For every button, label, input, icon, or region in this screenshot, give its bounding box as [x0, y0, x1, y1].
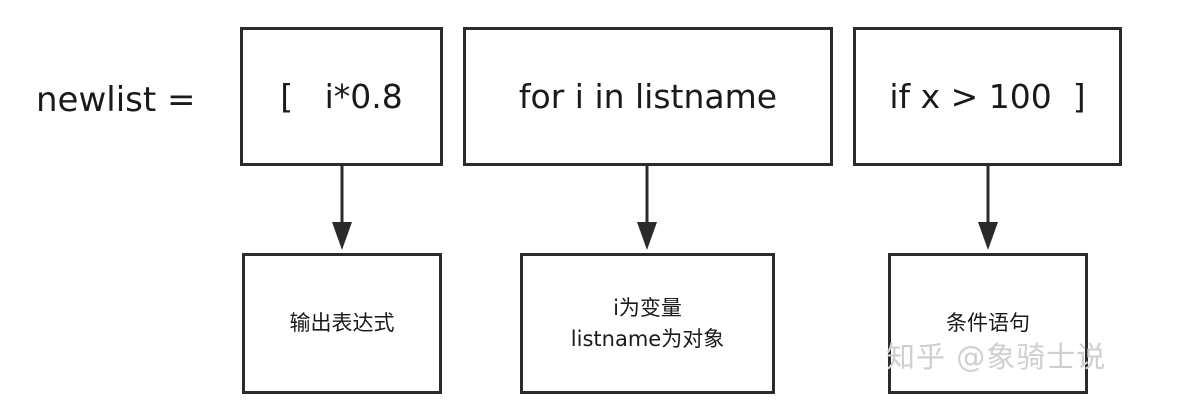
label-line: i为变量	[613, 296, 682, 321]
label-line: 输出表达式	[289, 311, 395, 336]
zhihu-watermark: 知乎 @象骑士说	[886, 340, 1107, 374]
arrow-output	[332, 166, 352, 250]
output-expression-label-box: 输出表达式	[242, 253, 442, 394]
if-clause-text: if x > 100 ]	[889, 77, 1086, 116]
variable-object-label-box: i为变量 listname为对象	[520, 253, 775, 394]
condition-label: 条件语句	[946, 308, 1030, 338]
output-expression-text: [ i*0.8	[280, 77, 403, 116]
output-expression-box: [ i*0.8	[240, 27, 443, 166]
arrow-if	[978, 166, 998, 250]
assignment-lhs: newlist =	[36, 80, 196, 120]
for-clause-box: for i in listname	[463, 27, 833, 166]
label-line: 条件语句	[946, 311, 1030, 336]
arrow-for	[637, 166, 657, 250]
variable-object-label: i为变量 listname为对象	[571, 293, 724, 354]
if-clause-box: if x > 100 ]	[853, 27, 1122, 166]
for-clause-text: for i in listname	[518, 77, 778, 116]
label-line: listname为对象	[570, 326, 725, 351]
output-expression-label: 输出表达式	[290, 308, 395, 338]
condition-label-box: 条件语句	[888, 253, 1088, 394]
